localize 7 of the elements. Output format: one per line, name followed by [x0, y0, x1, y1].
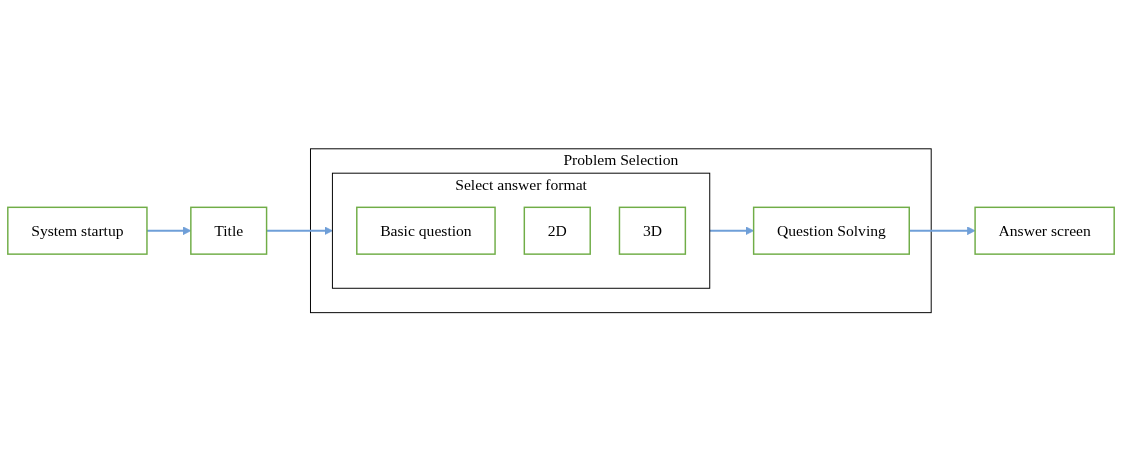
- node-box: Question Solving: [752, 206, 910, 255]
- node-box: System startup: [7, 206, 148, 255]
- node-box: Answer screen: [974, 206, 1115, 255]
- node-box: 3D: [618, 206, 687, 255]
- node-box: 2D: [523, 206, 591, 255]
- node-box: Basic question: [356, 206, 496, 255]
- node-box: Title: [190, 206, 268, 255]
